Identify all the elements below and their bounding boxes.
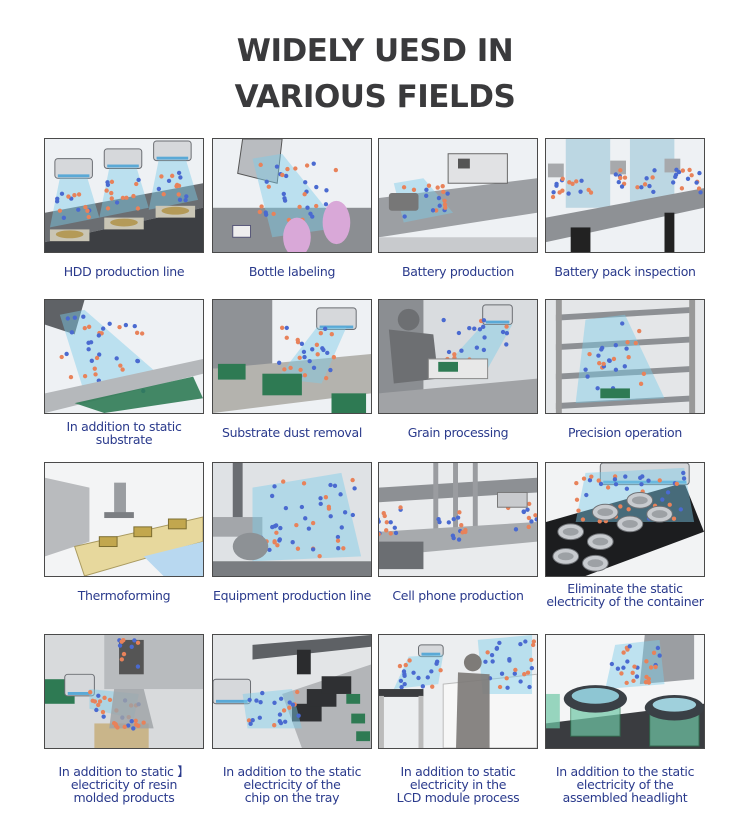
caption-line: LCD module process: [396, 790, 520, 805]
caption-line: electricity in the: [409, 777, 507, 792]
caption-line: Battery production: [402, 264, 514, 279]
caption-line: Equipment production line: [213, 588, 371, 603]
operator-illustration: [379, 300, 537, 413]
field-image-conveyor-disks: [44, 138, 204, 253]
field-image-workbench: [378, 138, 538, 253]
caption-line: Eliminate the static: [567, 581, 683, 596]
field-image-equipment: [212, 462, 372, 577]
field-image-operator: [378, 299, 538, 414]
field-caption: Grain processing: [370, 426, 546, 439]
cups-illustration: [546, 463, 704, 576]
field-image-cups: [545, 462, 705, 577]
workbench-illustration: [379, 139, 537, 252]
field-image-pcb-conveyor: [212, 299, 372, 414]
field-caption: Substrate dust removal: [204, 426, 380, 439]
bottles-illustration: [213, 139, 371, 252]
caption-line: assembled headlight: [562, 790, 688, 805]
page-title: WIDELY UESD IN VARIOUS FIELDS: [0, 28, 750, 120]
field-caption: In addition to static 】electricity of re…: [36, 765, 212, 804]
chip-tray-illustration: [213, 635, 371, 748]
field-image-thermoforming: [44, 462, 204, 577]
field-caption: Equipment production line: [204, 589, 380, 602]
caption-line: In addition to static 】: [58, 764, 190, 779]
caption-line: electricity of the: [243, 777, 341, 792]
caption-line: Thermoforming: [77, 588, 171, 603]
pcb-conveyor-illustration: [213, 300, 371, 413]
field-image-table-ionizers: [545, 138, 705, 253]
table-ionizers-illustration: [546, 139, 704, 252]
field-image-chip-tray: [212, 634, 372, 749]
field-caption: Battery pack inspection: [537, 265, 713, 278]
pcb-substrate-illustration: [45, 300, 203, 413]
caption-line: Bottle labeling: [248, 264, 336, 279]
phone-factory-illustration: [379, 463, 537, 576]
field-image-pcb-substrate: [44, 299, 204, 414]
title-line-2: VARIOUS FIELDS: [234, 79, 516, 115]
caption-line: electricity of the container: [546, 594, 704, 609]
caption-line: electricity of resin: [70, 777, 178, 792]
field-caption: Battery production: [370, 265, 546, 278]
field-caption: Thermoforming: [36, 589, 212, 602]
caption-line: In addition to static: [400, 764, 516, 779]
field-caption: Bottle labeling: [204, 265, 380, 278]
lcd-illustration: [379, 635, 537, 748]
caption-line: Battery pack inspection: [554, 264, 696, 279]
field-image-molding: [44, 634, 204, 749]
caption-line: In addition to static: [66, 419, 182, 434]
caption-line: substrate: [95, 432, 153, 447]
field-caption: Cell phone production: [370, 589, 546, 602]
title-line-1: WIDELY UESD IN: [236, 33, 514, 69]
field-image-lcd: [378, 634, 538, 749]
conveyor-disks-illustration: [45, 139, 203, 252]
caption-line: chip on the tray: [244, 790, 340, 805]
caption-line: Grain processing: [407, 425, 509, 440]
caption-line: In addition to the static: [555, 764, 695, 779]
field-image-phone-factory: [378, 462, 538, 577]
rack-illustration: [546, 300, 704, 413]
field-caption: HDD production line: [36, 265, 212, 278]
field-caption: Precision operation: [537, 426, 713, 439]
caption-line: HDD production line: [63, 264, 185, 279]
caption-line: molded products: [73, 790, 175, 805]
headlight-illustration: [546, 635, 704, 748]
caption-line: electricity of the: [576, 777, 674, 792]
caption-line: Cell phone production: [392, 588, 524, 603]
field-image-bottles: [212, 138, 372, 253]
field-image-rack: [545, 299, 705, 414]
equipment-illustration: [213, 463, 371, 576]
caption-line: Substrate dust removal: [221, 425, 363, 440]
caption-line: Precision operation: [567, 425, 683, 440]
field-image-headlight: [545, 634, 705, 749]
caption-line: In addition to the static: [222, 764, 362, 779]
thermoforming-illustration: [45, 463, 203, 576]
molding-illustration: [45, 635, 203, 748]
